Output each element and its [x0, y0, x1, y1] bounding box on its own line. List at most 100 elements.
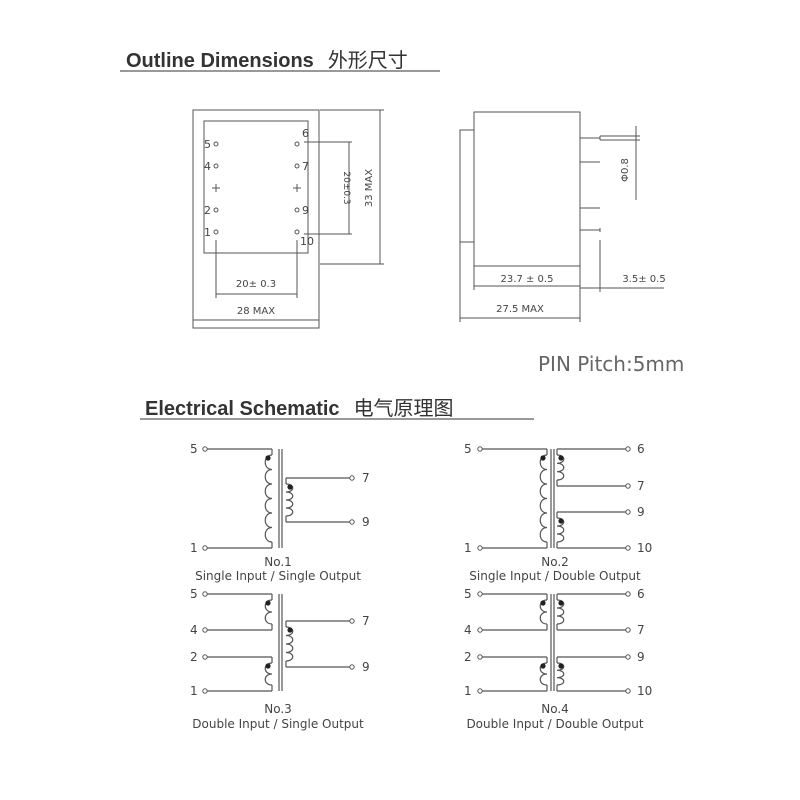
pin-label: 1 [464, 684, 472, 698]
pin-label: 7 [637, 623, 645, 637]
polarity-dot [540, 455, 546, 461]
pin-label: 10 [637, 541, 652, 555]
polarity-dot [287, 627, 293, 633]
pin-label: 2 [190, 650, 198, 664]
pin-terminal [349, 519, 355, 525]
side-view-flange [459, 129, 475, 243]
secondary-winding [556, 454, 565, 481]
pin-terminal [349, 618, 355, 624]
pin-terminal [625, 627, 631, 633]
polarity-dot [558, 455, 564, 461]
pin-label: 1 [464, 541, 472, 555]
pin-pitch-note: PIN Pitch:5mm [538, 352, 685, 376]
front-pin-5-label: 5 [204, 138, 211, 151]
front-pin-2-label: 2 [204, 204, 211, 217]
front-pin-4-label: 4 [204, 160, 211, 173]
pin-terminal [202, 654, 208, 660]
pin-label: 9 [362, 660, 370, 674]
pin-label: 5 [464, 587, 472, 601]
pin-label: 5 [190, 442, 198, 456]
outline-title: Outline Dimensions [126, 50, 314, 72]
pin-terminal [625, 483, 631, 489]
pin-terminal [477, 591, 483, 597]
front-pin-1-label: 1 [204, 226, 211, 239]
primary-winding [264, 454, 273, 543]
dim-height-max: 33 MAX [364, 169, 375, 207]
polarity-dot [265, 600, 271, 606]
pin-label: 9 [637, 650, 645, 664]
pin-label: 1 [190, 541, 198, 555]
secondary-winding [285, 483, 294, 517]
polarity-dot [540, 600, 546, 606]
pin-terminal [202, 688, 208, 694]
secondary-winding [285, 626, 294, 662]
pin-label: 6 [637, 442, 645, 456]
pin-label: 2 [464, 650, 472, 664]
pin-label: 7 [637, 479, 645, 493]
schematic-caption: Double Input / Single Output [192, 717, 364, 731]
secondary-winding [556, 517, 565, 543]
pin-label: 7 [362, 471, 370, 485]
polarity-dot [540, 663, 546, 669]
schematic-number: No.4 [541, 702, 569, 716]
front-pin-10-label: 10 [300, 235, 314, 248]
outline-heading-rule [120, 70, 440, 72]
pin-label: 4 [190, 623, 198, 637]
polarity-dot [287, 484, 293, 490]
schematic-caption: Double Input / Double Output [466, 717, 643, 731]
pin-label: 6 [637, 587, 645, 601]
pin-terminal [349, 664, 355, 670]
pin-terminal [625, 545, 631, 551]
polarity-dot [558, 663, 564, 669]
pin-terminal [477, 627, 483, 633]
pin-label: 4 [464, 623, 472, 637]
pin-terminal [202, 591, 208, 597]
dim-depth-max: 27.5 MAX [496, 304, 544, 315]
pin-terminal [625, 591, 631, 597]
pin-terminal [349, 475, 355, 481]
polarity-dot [558, 600, 564, 606]
pin-terminal [625, 509, 631, 515]
primary-winding [539, 454, 548, 543]
polarity-dot [265, 663, 271, 669]
pin-terminal [202, 545, 208, 551]
schematic-heading-rule [140, 418, 534, 420]
schematic-title: Electrical Schematic [145, 398, 340, 420]
schematic-title-cn: 电气原理图 [353, 396, 454, 420]
secondary-winding [556, 599, 565, 625]
dim-pin-length: 3.5± 0.5 [622, 274, 665, 285]
pin-label: 1 [190, 684, 198, 698]
front-pin-7-label: 7 [302, 160, 309, 173]
pin-label: 9 [637, 505, 645, 519]
pin-label: 10 [637, 684, 652, 698]
polarity-dot [558, 518, 564, 524]
pin-label: 9 [362, 515, 370, 529]
dim-depth: 23.7 ± 0.5 [501, 274, 554, 285]
dim-width-pins: 20± 0.3 [236, 279, 276, 290]
schematic-number: No.2 [541, 555, 569, 569]
pin-label: 5 [190, 587, 198, 601]
pin-terminal [625, 446, 631, 452]
schematic-caption: Single Input / Double Output [469, 569, 641, 583]
dim-height-pins: 20±0.3 [341, 171, 351, 204]
pin-terminal [477, 688, 483, 694]
schematic-caption: Single Input / Single Output [195, 569, 361, 583]
polarity-dot [265, 455, 271, 461]
front-pin-6-label: 6 [302, 127, 309, 140]
schematic-number: No.1 [264, 555, 292, 569]
pin-terminal [202, 627, 208, 633]
front-pin-9-label: 9 [302, 204, 309, 217]
schematic-number: No.3 [264, 702, 292, 716]
dim-width-max: 28 MAX [237, 306, 275, 317]
pin-terminal [625, 688, 631, 694]
schematic-heading: Electrical Schematic 电气原理图 [145, 392, 454, 421]
pin-terminal [477, 545, 483, 551]
pin-terminal [477, 446, 483, 452]
front-view-face [203, 120, 309, 254]
pin-terminal [625, 654, 631, 660]
secondary-winding [556, 662, 565, 686]
dim-pin-diameter: Φ0.8 [620, 158, 631, 182]
